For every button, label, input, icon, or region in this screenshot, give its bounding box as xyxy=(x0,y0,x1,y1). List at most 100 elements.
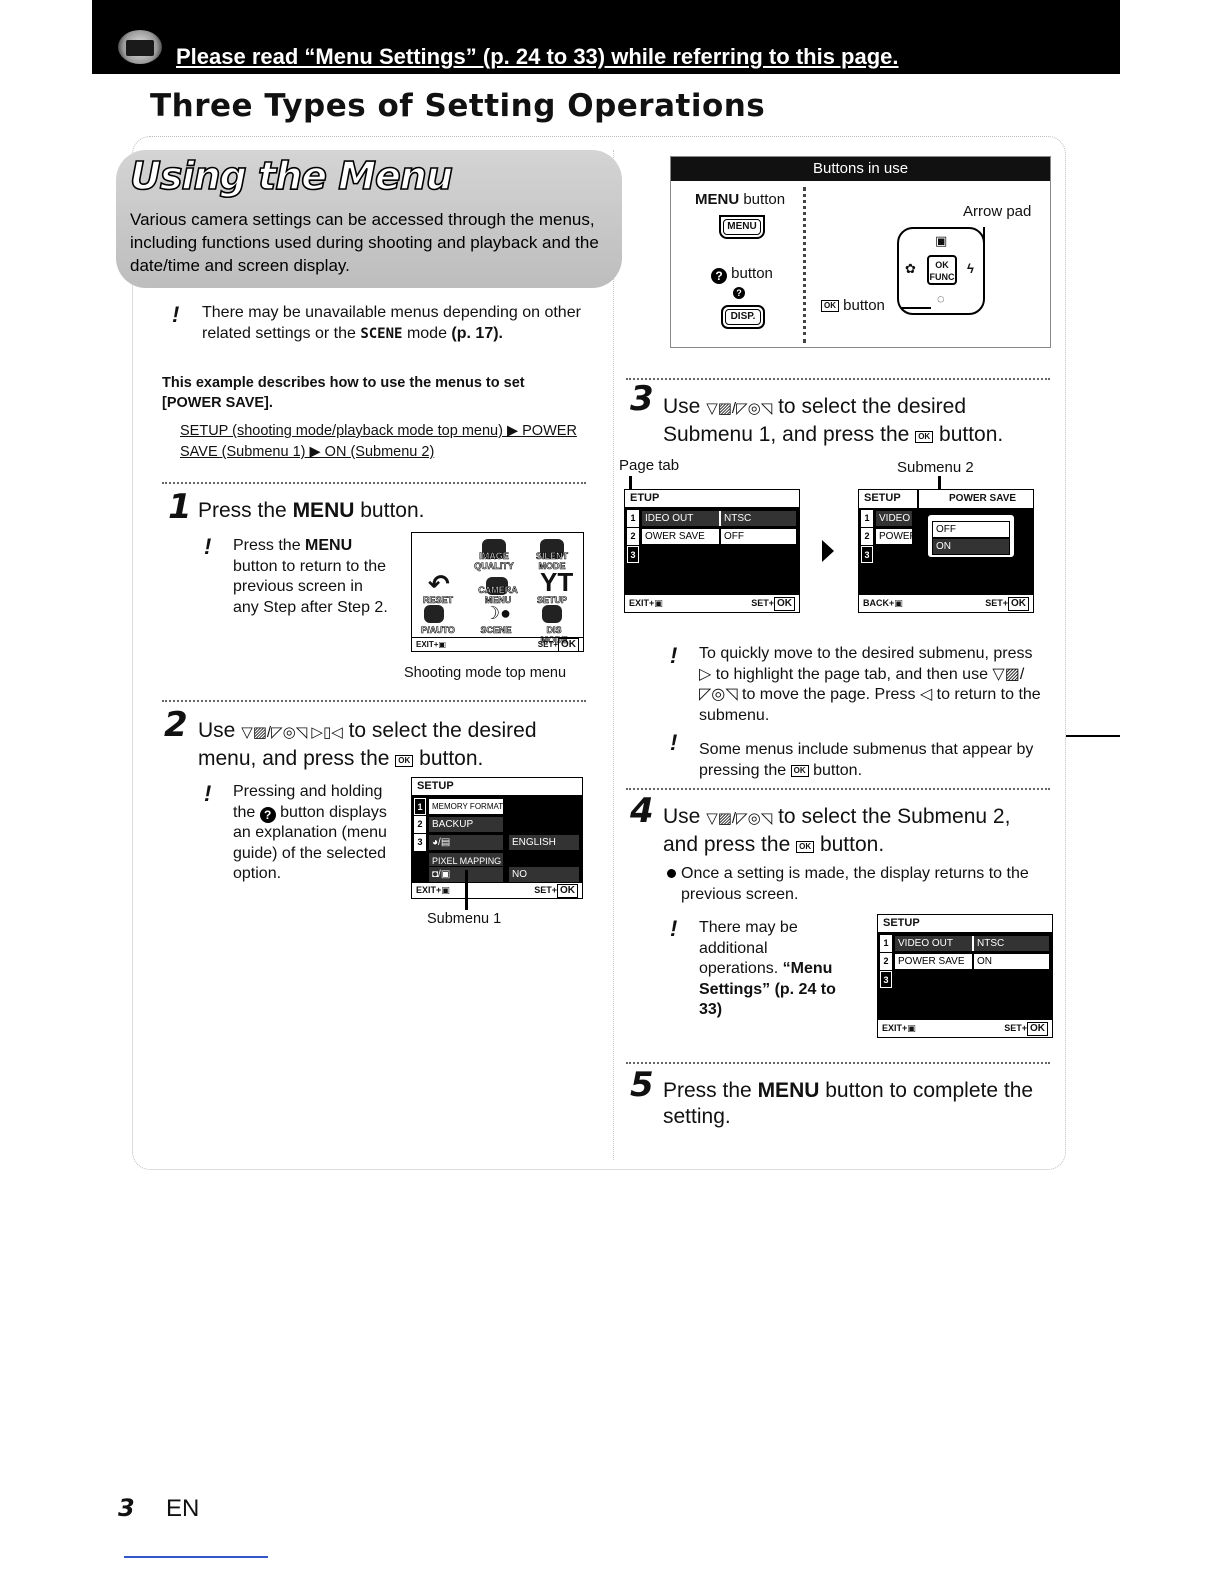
menu-word: MENU xyxy=(757,1079,820,1102)
screen-header: SETUP xyxy=(859,490,917,508)
separator xyxy=(162,700,586,702)
step2-post1: to select the desired xyxy=(348,719,537,742)
step5-text: Press the MENU button to complete the se… xyxy=(663,1078,1053,1130)
flash-icon: ϟ xyxy=(967,261,974,276)
example-title: This example describes how to use the me… xyxy=(162,375,525,411)
step4-line1-post: to select the Submenu 2, xyxy=(778,805,1011,828)
image-quality-icon xyxy=(482,539,506,559)
submenu1-screen: SETUP 1 MEMORY FORMAT 2 BACKUP 3 ◕/▤ ENG… xyxy=(411,777,583,899)
screen-header: SETUP xyxy=(878,915,1052,933)
note-unavailable-text: There may be unavailable menus depending… xyxy=(202,304,581,342)
shooting-top-menu-screen: IMAGE QUALITY SILENT MODE ↶ RESET CAMERA… xyxy=(411,532,584,652)
ok-func-icon: OK xyxy=(821,300,839,312)
step2-note: Pressing and holding the ? button displa… xyxy=(233,782,393,885)
back-label: BACK xyxy=(863,598,889,608)
separator xyxy=(626,378,1050,380)
menu-settings-ref: “Menu Settings” (p. 24 to 33) xyxy=(699,960,836,1018)
scene-label: SCENE xyxy=(360,325,403,342)
set-text: SET xyxy=(751,598,769,608)
silent-mode-icon xyxy=(540,539,564,559)
step1-post: button. xyxy=(360,499,425,522)
page-tab: 3 xyxy=(627,546,639,563)
self-timer-icon: ◌ xyxy=(937,291,945,306)
buttons-in-use-panel: Buttons in use MENU button MENU ? button… xyxy=(670,156,1051,348)
exit-label: EXIT xyxy=(629,598,650,608)
step3-note2: Some menus include submenus that appear … xyxy=(699,740,1049,781)
topmenu-label: SCENE xyxy=(480,625,512,636)
step3-text: Use ▽▨/◸◎◹ to select the desired Submenu… xyxy=(663,394,1063,448)
screen-header: SETUP xyxy=(412,778,582,796)
menu-word: MENU xyxy=(305,537,353,554)
screen-footer: EXIT+▣ SET+OK xyxy=(412,882,582,898)
submenu2-popup: OFF ON xyxy=(925,512,1017,560)
page-tab: 2 xyxy=(414,816,426,833)
menu-word: MENU xyxy=(695,191,740,208)
step2-note-pre: Pressing and holding the xyxy=(233,783,383,821)
step1-note-pre: Press the xyxy=(233,537,301,554)
menu-word: MENU xyxy=(292,499,355,522)
step-number: 4 xyxy=(630,791,654,831)
arrow-keys-icon: ▽▨/◸◎◹ ▷▯◁ xyxy=(241,724,343,741)
step3-note1: To quickly move to the desired submenu, … xyxy=(699,645,1041,724)
step5-post: button to complete the setting. xyxy=(663,1079,1034,1128)
ok-box: OK xyxy=(1008,597,1029,611)
footer-line xyxy=(124,1556,268,1558)
bullet-icon xyxy=(667,869,676,878)
step3-line1-pre: Use xyxy=(663,395,701,418)
ok-key-bottom: FUNC xyxy=(929,272,955,282)
button-word: button xyxy=(743,191,786,208)
separator xyxy=(162,482,586,484)
ok-box: OK xyxy=(557,884,578,898)
topmenu-label: CAMERA MENU xyxy=(478,585,518,606)
ok-func-icon: OK xyxy=(395,755,414,767)
step4-line2-pre: and press the xyxy=(663,833,791,856)
step2-pre: Use xyxy=(198,719,236,742)
note-icon: ! xyxy=(172,302,180,327)
page-ref: (p. 17). xyxy=(451,324,503,342)
step3-line2-post: button. xyxy=(939,423,1004,446)
disp-button: DISP. xyxy=(721,305,765,329)
step5-pre: Press the xyxy=(663,1079,752,1102)
callout-line xyxy=(983,227,985,267)
step2-post3: button. xyxy=(419,747,484,770)
step2-post2: menu, and press the xyxy=(198,747,390,770)
callout-line xyxy=(901,307,931,309)
callout-line xyxy=(465,870,468,910)
page-tab: 3 xyxy=(880,971,892,988)
page-tab-label: Page tab xyxy=(619,457,680,474)
intro-box: Using the Menu Various camera settings c… xyxy=(116,150,622,288)
ok-func-icon: OK xyxy=(915,431,934,443)
step1-note-post: button to return to the previous screen … xyxy=(233,557,388,616)
page-tab: 1 xyxy=(414,798,426,815)
step2-note-post: button displays an explanation (menu gui… xyxy=(233,803,387,883)
page-tab: 3 xyxy=(861,546,873,563)
separator xyxy=(626,788,1050,790)
set-text: SET xyxy=(537,640,554,649)
set-text: SET xyxy=(1004,1023,1022,1033)
help-glyph-icon: ? xyxy=(733,287,745,299)
step1-text: Press the MENU button. xyxy=(198,498,424,524)
next-arrow-icon xyxy=(822,540,834,562)
row-label: VIDEO OUT xyxy=(898,938,954,949)
step3-note2-post: button. xyxy=(813,761,863,779)
arrow-keys-icon: ▽▨/◸◎◹ xyxy=(706,400,773,417)
side-rule xyxy=(1066,735,1120,737)
display-mode-icon xyxy=(542,605,562,623)
row-label: IDEO OUT xyxy=(645,513,694,524)
page-tab: 2 xyxy=(861,528,873,545)
panel-title: Buttons in use xyxy=(671,157,1050,181)
screen-header: ETUP xyxy=(625,490,799,508)
mode-word: mode xyxy=(406,324,447,342)
screen-footer: EXIT+▣ SET+OK xyxy=(878,1019,1052,1037)
top-banner: Please read “Menu Settings” (p. 24 to 33… xyxy=(92,0,1120,74)
set-label: SET+OK xyxy=(985,595,1029,612)
topmenu-label: P/AUTO xyxy=(421,625,455,636)
page-tab: 1 xyxy=(861,510,873,527)
step4-line2-post: button. xyxy=(819,833,885,856)
menu-row: POWEF xyxy=(875,528,913,545)
